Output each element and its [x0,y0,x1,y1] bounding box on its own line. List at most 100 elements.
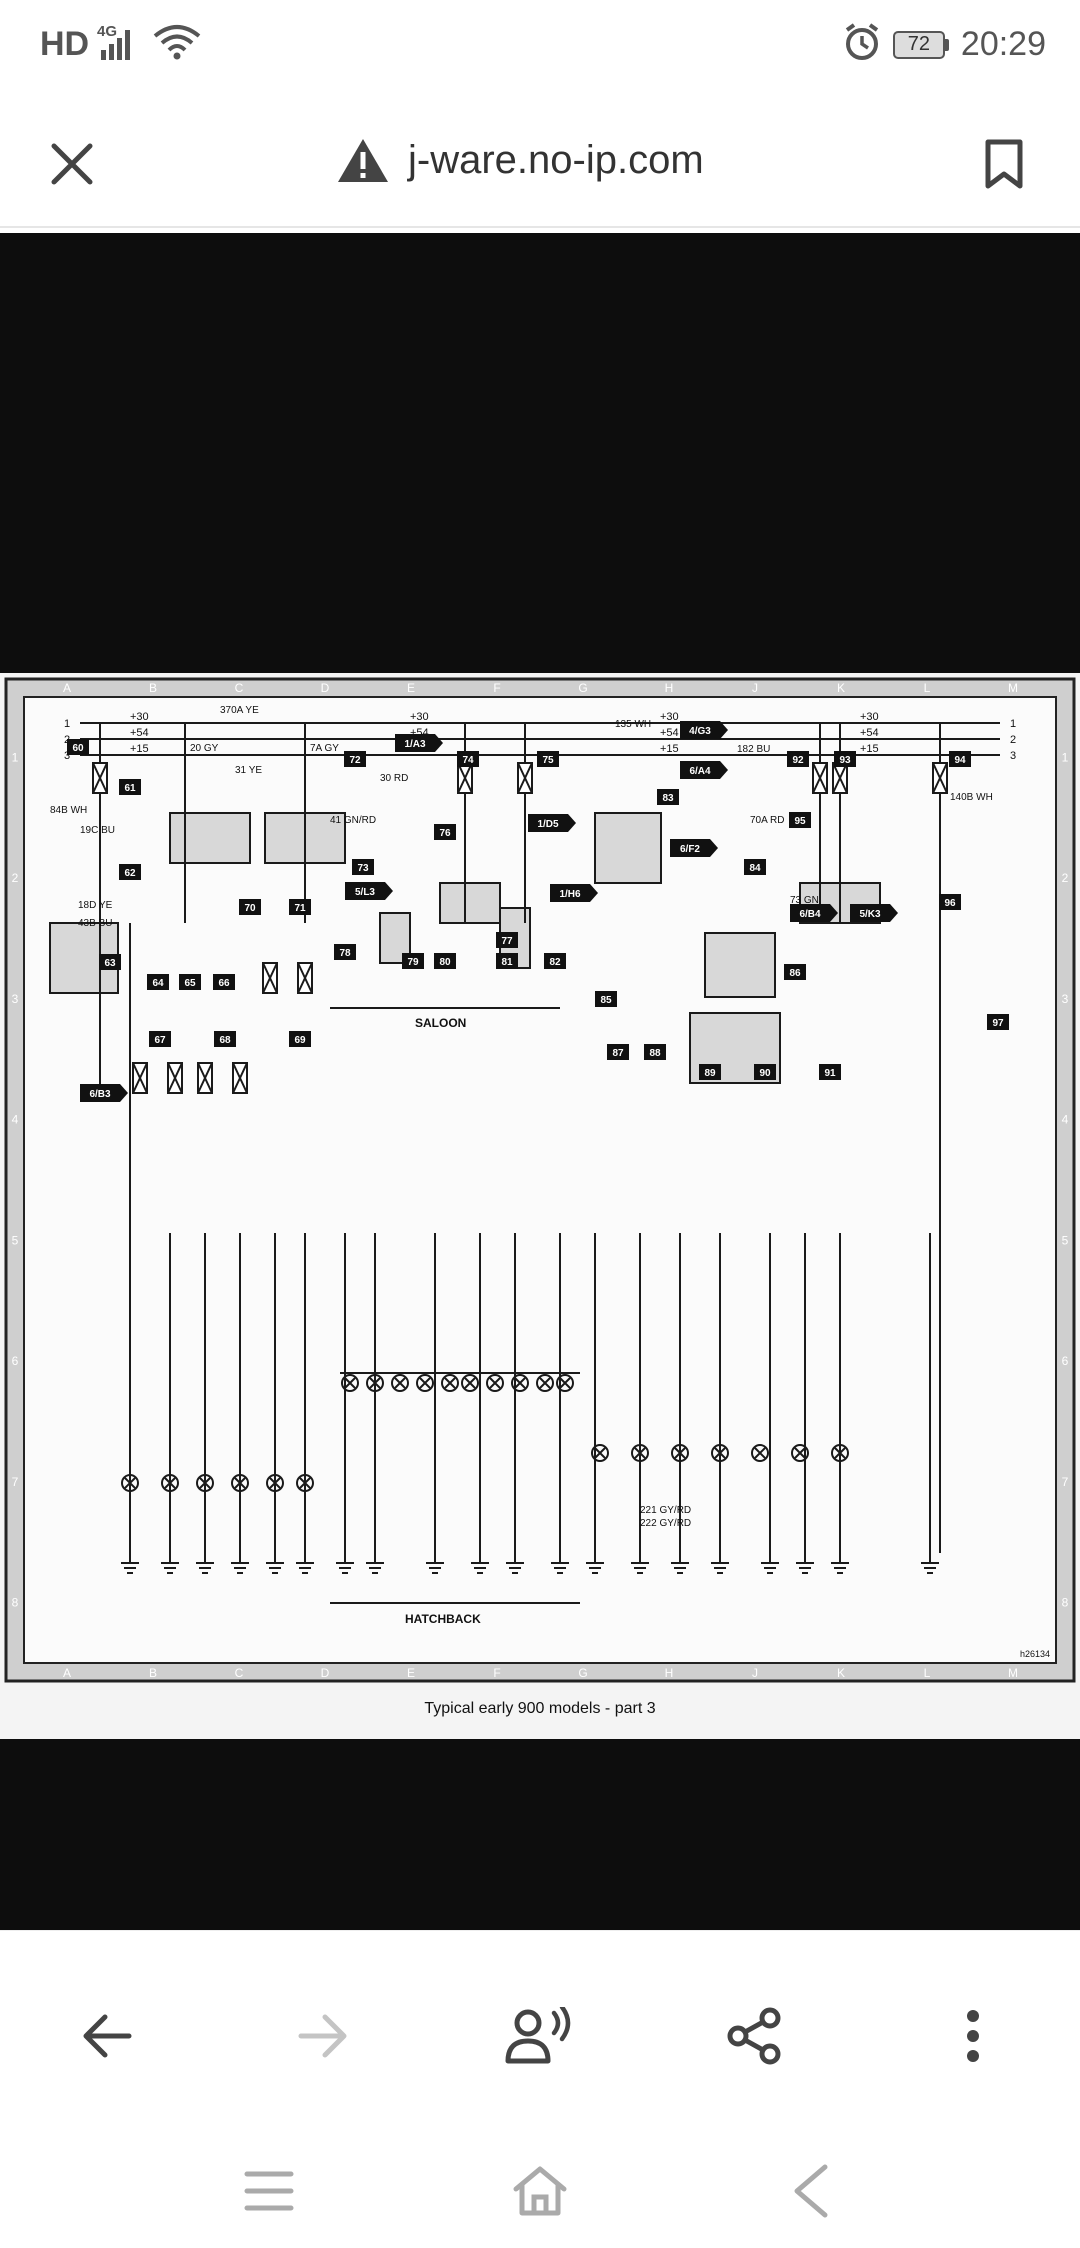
grid-column-letter: M [1008,1666,1018,1680]
svg-text:82: 82 [549,957,561,968]
component-tag: 72 [344,751,366,767]
rail-number-3-right: 3 [1010,750,1016,762]
connector-ref: 4/G3 [680,721,728,739]
rail-number-3: 3 [64,750,70,762]
recents-button[interactable] [224,2151,314,2231]
svg-text:65: 65 [184,978,196,989]
grid-row-number: 8 [1062,1596,1069,1610]
svg-text:66: 66 [218,978,230,989]
component-tag: 65 [179,974,201,990]
svg-text:80: 80 [439,957,451,968]
grid-row-number: 5 [1062,1233,1069,1247]
svg-text:6/B4: 6/B4 [799,909,821,920]
connector-ref: 1/A3 [395,734,443,752]
grid-column-letter: L [924,1666,931,1680]
component-tag: 62 [119,864,141,880]
wire-label: 135 WH [615,719,651,730]
svg-text:73: 73 [357,863,369,874]
component-tag: 92 [787,751,809,767]
wire-label: 41 GN/RD [330,815,376,826]
hatchback-label: HATCHBACK [405,1612,481,1626]
system-nav-bar [0,2135,1080,2248]
wire-label: 19C BU [80,825,115,836]
grid-column-letter: H [665,1666,674,1680]
component-tag: 80 [434,953,456,969]
home-button[interactable] [495,2151,585,2231]
grid-row-number: 4 [1062,1113,1069,1127]
component-tag: 88 [644,1044,666,1060]
forward-button[interactable] [278,1991,368,2081]
url-bar: j-ware.no-ip.com [0,100,1080,228]
more-vert-icon [967,2010,979,2062]
connector-ref: 5/K3 [850,904,898,922]
wire-label: 84B WH [50,805,87,816]
svg-text:95: 95 [794,816,806,827]
wire-label: 221 GY/RD [640,1505,691,1516]
component-tag: 91 [819,1064,841,1080]
component-tag: 67 [149,1031,171,1047]
url-field[interactable]: j-ware.no-ip.com [336,136,704,184]
close-button[interactable] [40,132,104,196]
svg-text:67: 67 [154,1035,166,1046]
svg-text:75: 75 [542,755,554,766]
component-tag: 69 [289,1031,311,1047]
status-right: 72 20:29 [843,22,1046,67]
svg-text:70: 70 [244,903,256,914]
connector-ref: 1/D5 [528,814,576,832]
status-left: HD 4G [40,22,203,67]
svg-text:6/A4: 6/A4 [689,766,711,777]
component-tag: 68 [214,1031,236,1047]
rail-label-15c: +15 [660,743,679,755]
component-tag: 89 [699,1064,721,1080]
bookmark-button[interactable] [972,132,1036,196]
component-tag: 66 [213,974,235,990]
nav-back-icon [794,2164,828,2218]
rail-number-1-right: 1 [1010,718,1016,730]
nav-back-button[interactable] [766,2151,856,2231]
svg-text:78: 78 [339,948,351,959]
svg-text:86: 86 [789,968,801,979]
connector-ref: 1/H6 [550,884,598,902]
grid-column-letter: F [493,681,500,695]
grid-column-letter: J [752,1666,758,1680]
forward-arrow-icon [298,2014,347,2058]
grid-row-number: 4 [12,1113,19,1127]
wire-label: 370A YE [220,705,259,716]
svg-text:5/K3: 5/K3 [859,909,881,920]
grid-column-letter: B [149,1666,157,1680]
rail-label-30a: +30 [130,711,149,723]
read-aloud-button[interactable] [494,1991,584,2081]
url-text: j-ware.no-ip.com [408,137,704,182]
wire-label: 7A GY [310,743,339,754]
back-button[interactable] [62,1991,152,2081]
svg-text:93: 93 [839,755,851,766]
svg-text:76: 76 [439,828,451,839]
wire-label: 18D YE [78,900,113,911]
grid-column-letter: E [407,681,415,695]
connector-ref: 5/L3 [345,882,393,900]
component-tag: 82 [544,953,566,969]
grid-column-letter: G [578,1666,587,1680]
more-options-button[interactable] [928,1991,1018,2081]
component-tag: 94 [949,751,971,767]
wire-label: 43B BU [78,918,112,929]
grid-row-number: 8 [12,1596,19,1610]
svg-text:79: 79 [407,957,419,968]
component-tag: 71 [289,899,311,915]
svg-text:6/F2: 6/F2 [680,844,700,855]
grid-column-letter: K [837,1666,845,1680]
component-tag: 79 [402,953,424,969]
component-tag: 97 [987,1014,1009,1030]
share-button[interactable] [710,1991,800,2081]
rail-label-30d: +30 [860,711,879,723]
component-tag: 75 [537,751,559,767]
ref-code: h26134 [1020,1649,1050,1659]
wire-label: 73 GN [790,895,819,906]
network-label: HD [40,25,90,63]
grid-row-number: 2 [12,871,19,885]
component-tag: 93 [834,751,856,767]
grid-row-number: 7 [12,1475,19,1489]
